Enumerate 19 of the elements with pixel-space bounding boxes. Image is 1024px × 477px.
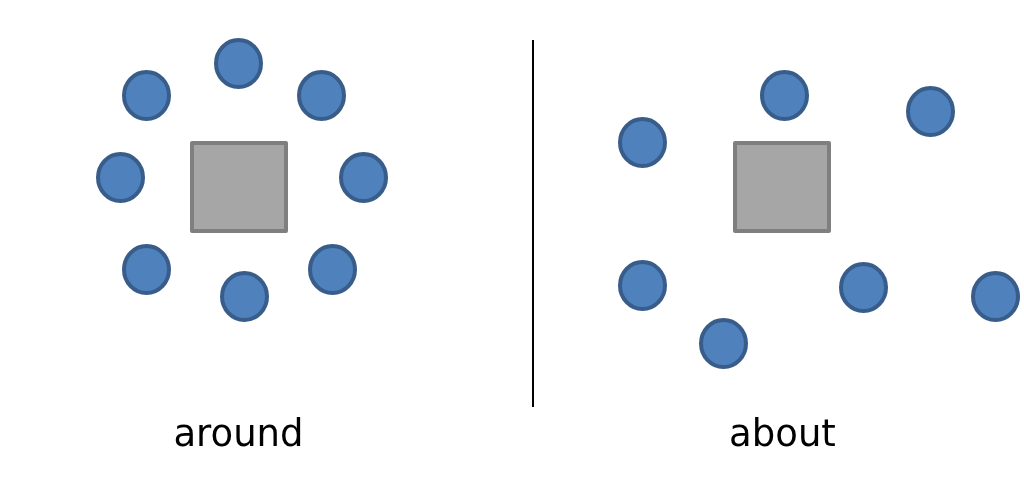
circle [95,151,145,203]
circle [121,243,171,295]
circle [121,69,171,121]
circle [905,85,955,137]
circle [338,151,388,203]
square [190,141,288,233]
circle [698,317,748,369]
circle [219,270,269,322]
circle [296,69,346,121]
circle [970,270,1020,322]
panel-caption: about [729,412,836,457]
circle [759,69,809,121]
panel-caption: around [173,412,304,457]
circle [213,37,263,89]
circle [838,261,888,313]
circle [307,243,357,295]
circle [617,116,667,168]
square [733,141,831,233]
circle [617,259,667,311]
